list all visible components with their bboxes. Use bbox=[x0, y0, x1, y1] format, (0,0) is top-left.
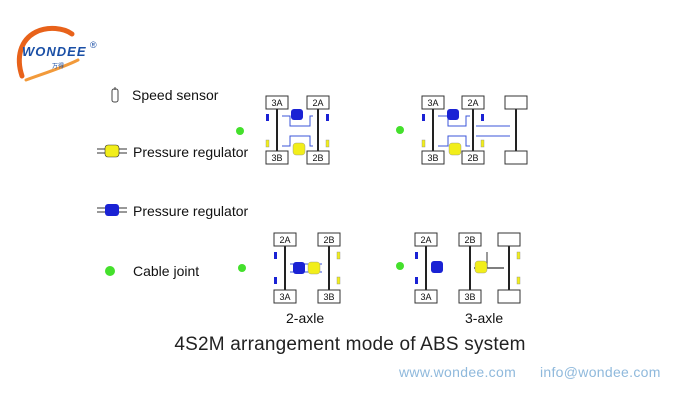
wheel-label: 3A bbox=[279, 292, 290, 302]
wheel-box bbox=[461, 95, 485, 110]
wheel-label: 2A bbox=[420, 235, 431, 245]
cable-joint-dot bbox=[396, 126, 404, 134]
wheel-box bbox=[458, 289, 482, 304]
company-logo: WONDEE 万得 ® bbox=[12, 18, 102, 88]
wheel-label: 3B bbox=[464, 292, 475, 302]
pressure-regulator-yellow bbox=[448, 142, 462, 156]
wheel-label: 2B bbox=[323, 235, 334, 245]
footer-website-link[interactable]: www.wondee.com bbox=[399, 364, 517, 380]
wheel-box bbox=[414, 232, 438, 247]
pressure-regulator-blue bbox=[291, 109, 303, 120]
wheel-box bbox=[265, 95, 289, 110]
wheel-label: 2A bbox=[467, 98, 478, 108]
caption-2-axle: 2-axle bbox=[286, 310, 325, 326]
wheel-label: 3A bbox=[271, 98, 282, 108]
wheel-label: 3B bbox=[323, 292, 334, 302]
diagram-top-2-axle: 3A 2A 3B 2B bbox=[236, 95, 330, 165]
cable-joint-icon bbox=[105, 266, 115, 276]
figure-title: 4S2M arrangement mode of ABS system bbox=[174, 334, 526, 355]
wheel-label: 3A bbox=[427, 98, 438, 108]
footer-email-link[interactable]: info@wondee.com bbox=[540, 364, 661, 380]
wheel-box bbox=[414, 289, 438, 304]
logo-text: WONDEE bbox=[22, 44, 87, 59]
wheel-box bbox=[497, 289, 521, 304]
wheel-box bbox=[504, 150, 528, 165]
wheel-box bbox=[317, 289, 341, 304]
wheel-label: 3B bbox=[427, 153, 438, 163]
pressure-regulator-yellow bbox=[307, 261, 321, 275]
pressure-regulator-blue bbox=[447, 109, 459, 120]
pressure-regulator-yellow bbox=[292, 142, 306, 156]
wheel-label: 2A bbox=[279, 235, 290, 245]
wheel-box bbox=[317, 232, 341, 247]
cable-joint-dot bbox=[236, 127, 244, 135]
wheel-box bbox=[497, 232, 521, 247]
pressure-regulator-yellow-icon bbox=[97, 144, 127, 158]
legend-pressure-regulator-blue-label: Pressure regulator bbox=[133, 203, 249, 219]
wheel-box bbox=[265, 150, 289, 165]
wheel-box bbox=[273, 289, 297, 304]
wheel-box bbox=[421, 95, 445, 110]
diagram-bottom-3-axle: 2A 2B 3A 3B bbox=[396, 232, 521, 304]
wheel-box bbox=[273, 232, 297, 247]
pressure-regulator-yellow bbox=[474, 260, 488, 274]
wheel-label: 3A bbox=[420, 292, 431, 302]
legend-pressure-regulator-yellow-label: Pressure regulator bbox=[133, 144, 249, 160]
logo-subtext: 万得 bbox=[52, 64, 65, 70]
wheel-label: 3B bbox=[271, 153, 282, 163]
logo-swoosh-icon bbox=[16, 25, 80, 82]
logo-registered-mark: ® bbox=[90, 40, 97, 50]
wheel-label: 2B bbox=[312, 153, 323, 163]
legend-cable-joint-label: Cable joint bbox=[133, 263, 200, 279]
diagram-top-3-axle: 3A 2A 3B 2B bbox=[396, 95, 528, 165]
speed-sensor-icon bbox=[111, 87, 119, 103]
wheel-label: 2A bbox=[312, 98, 323, 108]
wheel-label: 2B bbox=[464, 235, 475, 245]
pressure-regulator-blue bbox=[293, 262, 305, 274]
wheel-box bbox=[421, 150, 445, 165]
wheel-label: 2B bbox=[467, 153, 478, 163]
wheel-box bbox=[306, 95, 330, 110]
cable-joint-dot bbox=[238, 264, 246, 272]
wheel-box bbox=[504, 95, 528, 110]
legend-speed-sensor-label: Speed sensor bbox=[132, 87, 219, 103]
diagram-bottom-2-axle: 2A 2B 3A 3B bbox=[238, 232, 341, 304]
pressure-regulator-blue bbox=[431, 261, 443, 273]
wheel-box bbox=[306, 150, 330, 165]
pressure-regulator-blue-icon bbox=[97, 204, 127, 216]
caption-3-axle: 3-axle bbox=[465, 310, 504, 326]
wheel-box bbox=[461, 150, 485, 165]
cable-joint-dot bbox=[396, 262, 404, 270]
wheel-box bbox=[458, 232, 482, 247]
